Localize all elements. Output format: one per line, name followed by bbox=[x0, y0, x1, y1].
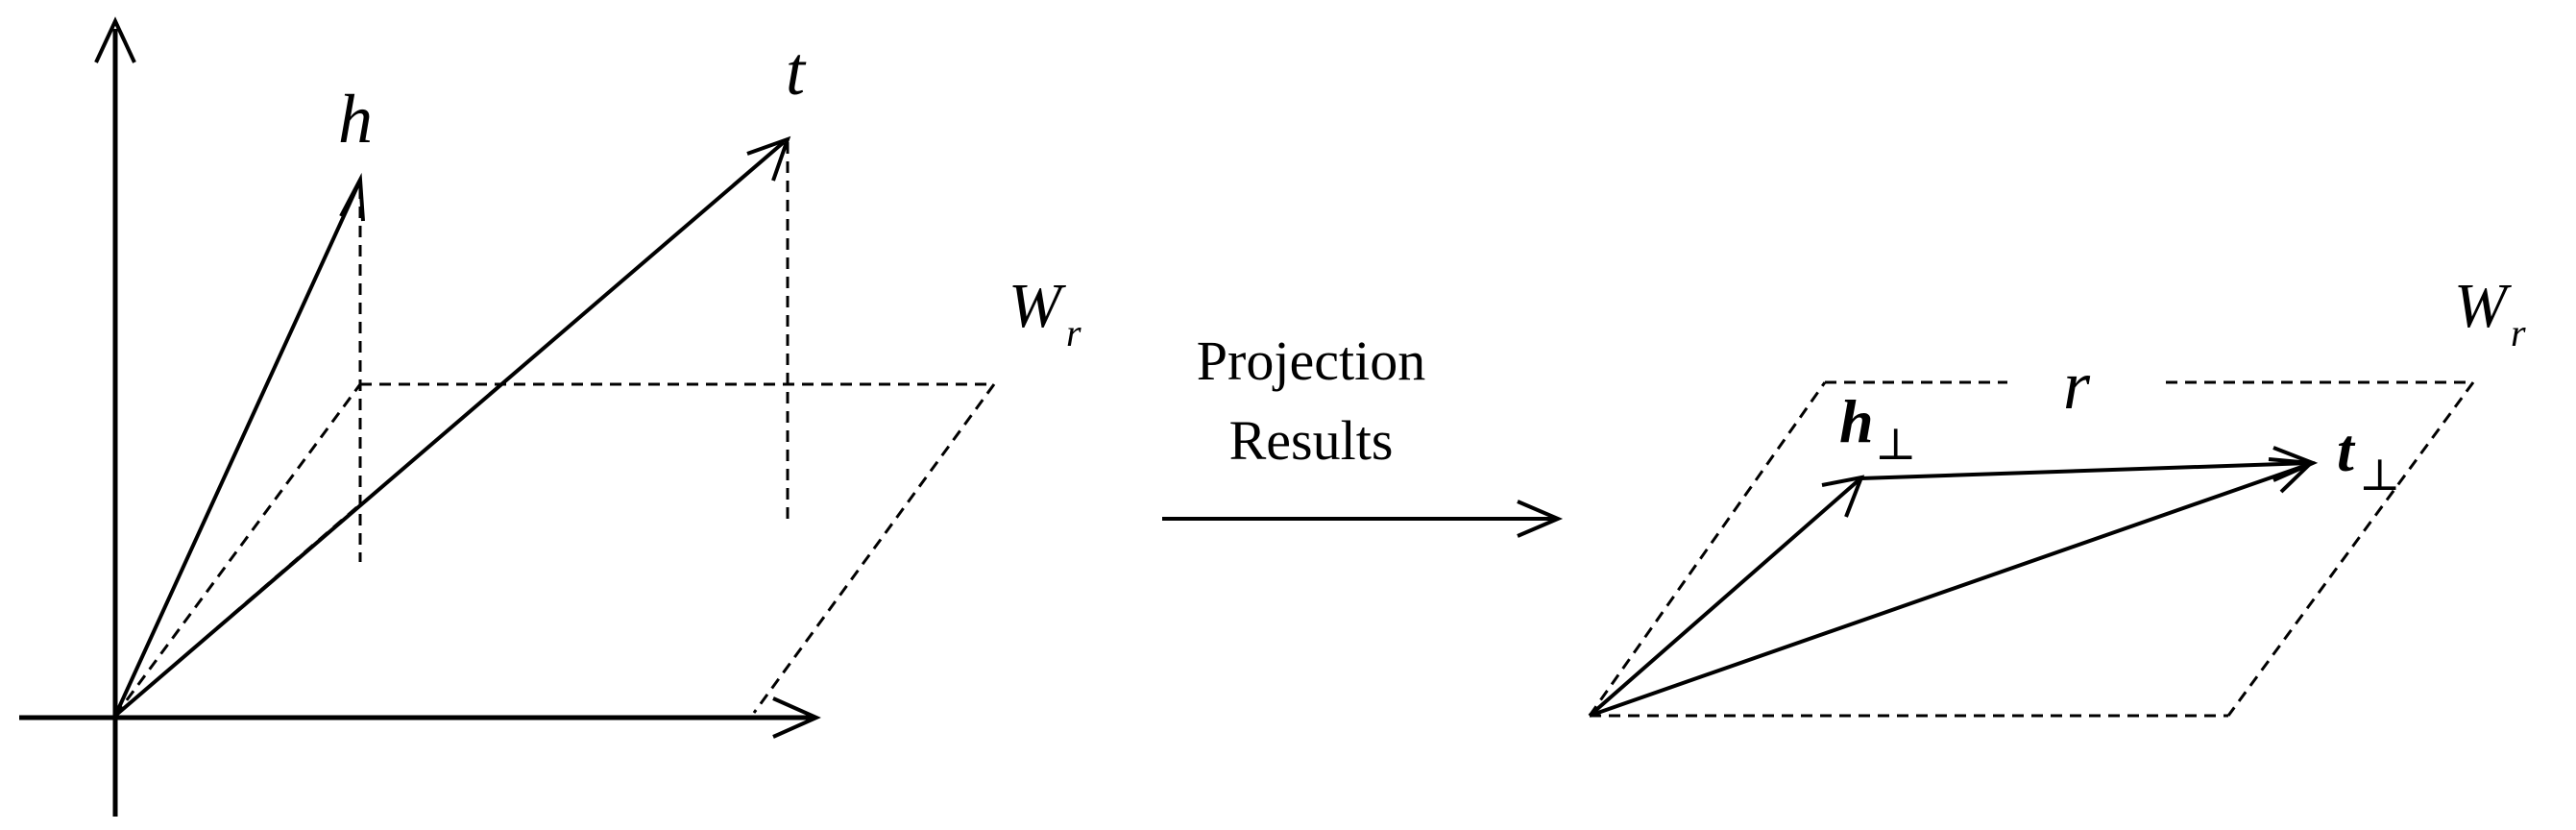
vector-t bbox=[113, 140, 786, 718]
plane-right-edge bbox=[752, 383, 996, 714]
transition-line2: Results bbox=[1229, 409, 1394, 472]
vector-h-arrowhead bbox=[339, 172, 365, 222]
right-panel: h ⊥ r t ⊥ W r bbox=[1588, 271, 2526, 718]
label-plane-w: W bbox=[1009, 271, 1066, 341]
vector-t-perp-arrowhead bbox=[2268, 457, 2316, 494]
left-panel: h t W r bbox=[19, 16, 1081, 817]
plane-right-edge bbox=[2226, 381, 2475, 717]
label-h-perp-subscript: ⊥ bbox=[1875, 420, 1916, 469]
horizontal-axis-arrowhead bbox=[772, 696, 821, 739]
label-h: h bbox=[338, 81, 373, 158]
vector-r bbox=[1859, 461, 2311, 480]
vector-h bbox=[113, 183, 360, 717]
label-t-perp-subscript: ⊥ bbox=[2359, 451, 2400, 500]
label-plane-w: W bbox=[2454, 271, 2512, 341]
label-plane-w-subscript: r bbox=[1066, 311, 1081, 354]
plane-left-edge bbox=[1588, 381, 1827, 717]
plane-left-edge bbox=[113, 383, 362, 717]
label-r: r bbox=[2063, 347, 2091, 424]
vertical-axis-arrowhead bbox=[94, 16, 136, 63]
vector-t-arrowhead bbox=[746, 135, 791, 182]
label-plane-w-subscript: r bbox=[2511, 311, 2526, 354]
transition-arrowhead bbox=[1517, 500, 1564, 538]
label-t: t bbox=[786, 33, 807, 110]
vector-t-perp bbox=[1589, 463, 2308, 718]
vector-h-perp bbox=[1588, 478, 1860, 718]
transition: Projection Results bbox=[1162, 330, 1564, 538]
label-h-perp: h bbox=[1839, 387, 1874, 455]
label-t-perp: t bbox=[2337, 416, 2356, 484]
transition-line1: Projection bbox=[1197, 330, 1425, 392]
